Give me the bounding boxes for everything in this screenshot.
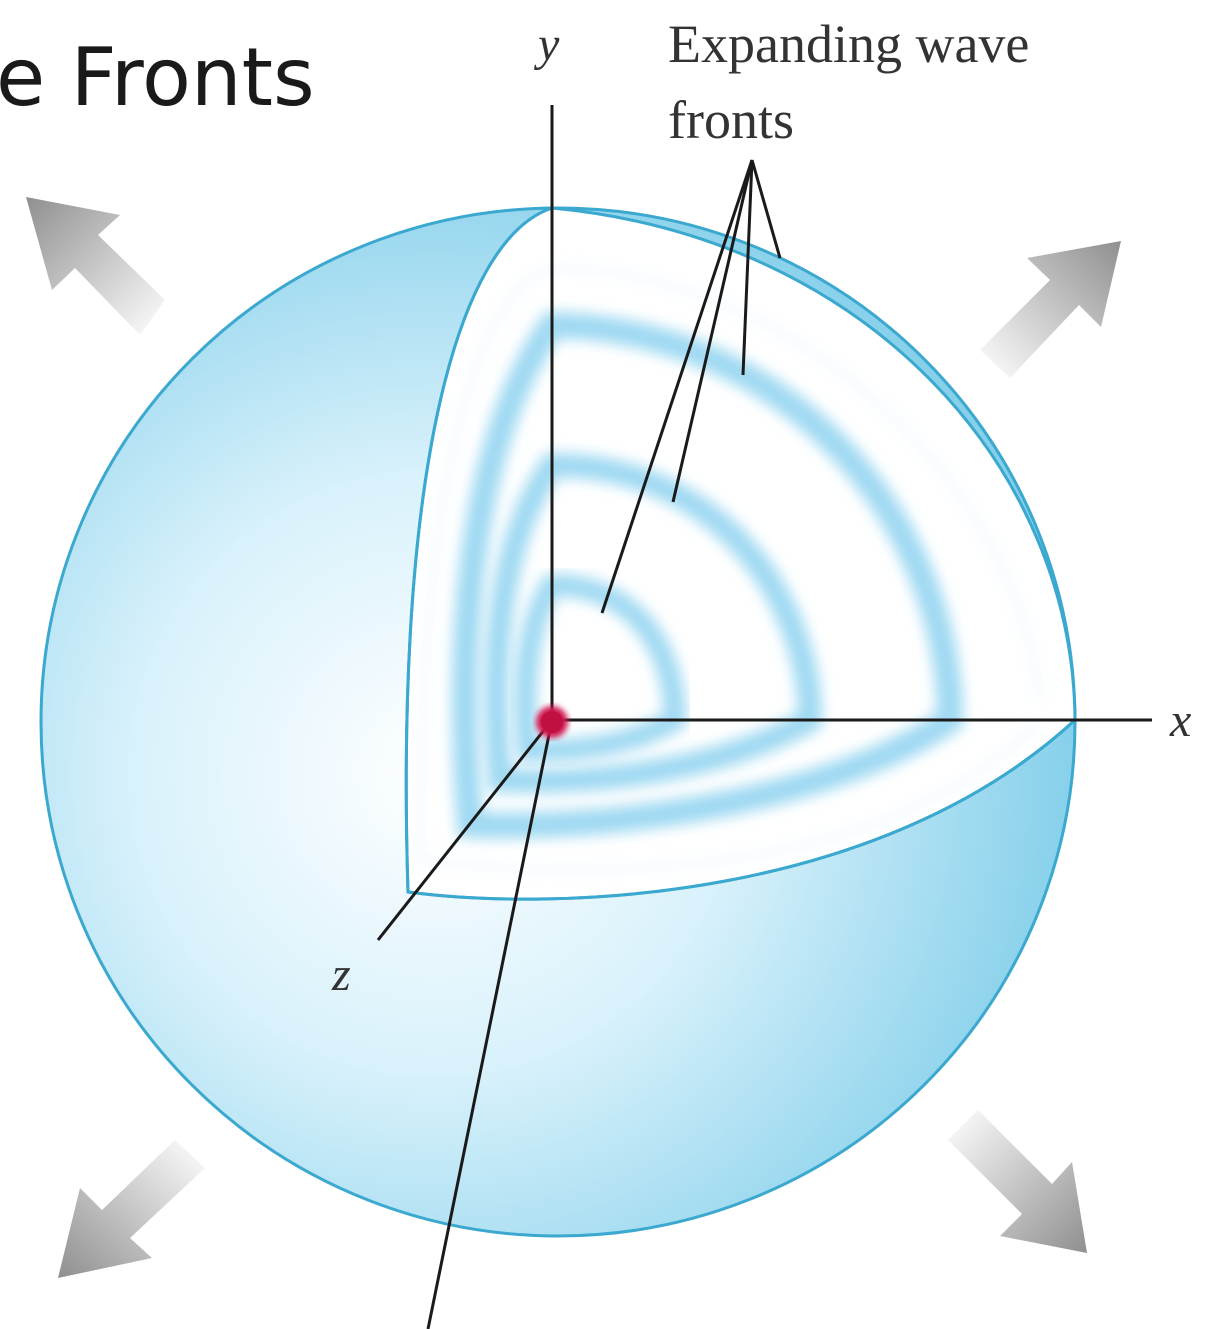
arrow-icon [948,1110,1087,1253]
arrow-icon [58,1140,205,1278]
point-source-core [541,711,563,733]
arrow-icon [980,241,1121,378]
callout-line-2: fronts [668,90,794,150]
wave-front [514,573,687,762]
axis-label-x: x [1169,694,1191,747]
callout-line-1: Expanding wave [668,14,1029,74]
z-axis [376,719,554,941]
cutaway-octant [404,206,1079,901]
outward-arrows [26,197,1121,1278]
wave-front [484,452,823,793]
wave-front [451,311,964,839]
source-pointer-line [426,719,554,1329]
axis-label-z: z [331,948,351,1001]
axis-label-y: y [533,18,560,71]
arrow-icon [26,197,165,335]
callout-lines [600,159,782,614]
slide-title: e Fronts [0,31,315,124]
axes [376,105,1152,941]
